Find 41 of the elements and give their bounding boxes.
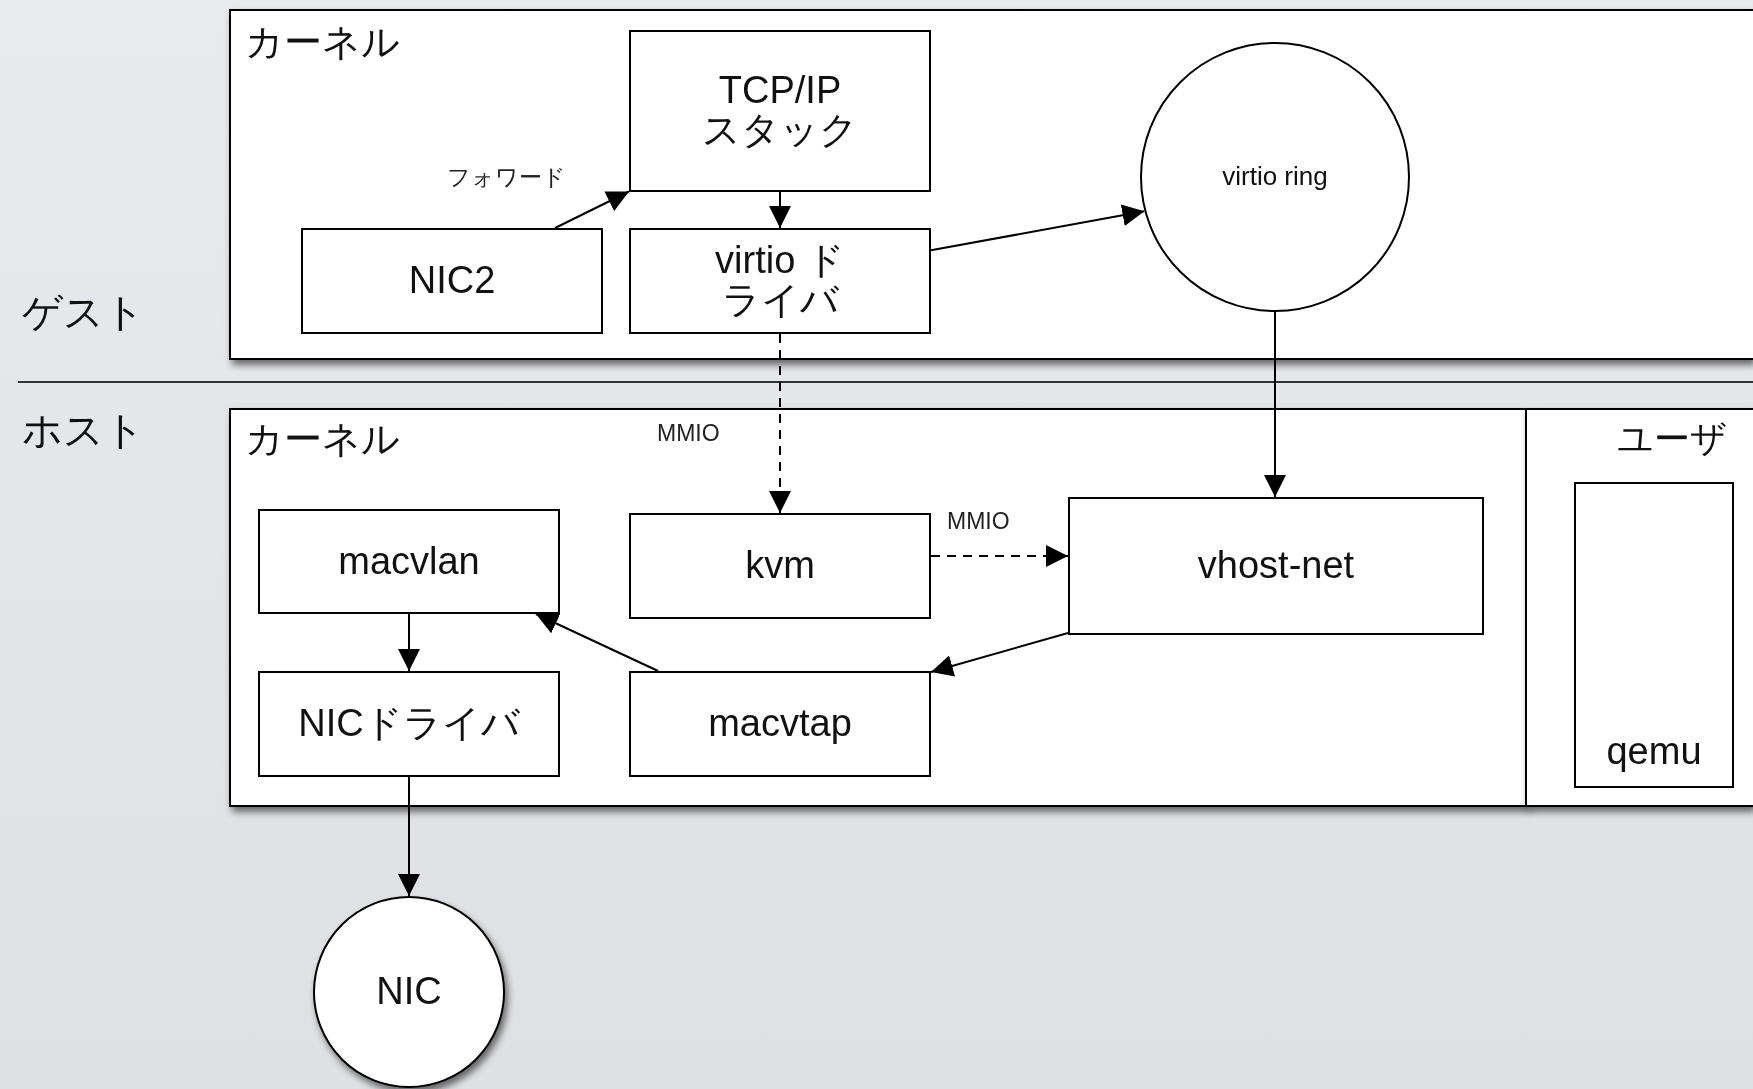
node-label: TCP/IP スタック	[701, 71, 859, 151]
arrow	[534, 613, 660, 672]
layer-label: ゲスト	[22, 289, 145, 336]
edge-label: フォワード	[447, 163, 566, 192]
arrow	[398, 613, 420, 672]
node-label: kvm	[745, 546, 815, 586]
node-label: macvtap	[708, 704, 852, 744]
process-box	[1068, 497, 1484, 635]
area-title: カーネル	[245, 420, 400, 460]
host-kernel-area	[229, 408, 1527, 807]
process-box	[629, 228, 931, 334]
arrow	[1264, 311, 1286, 498]
process-box	[1574, 482, 1734, 788]
process-box	[258, 509, 560, 614]
process-box	[629, 671, 931, 777]
node-label: virtio ドライバ	[714, 241, 846, 321]
node-label: NICドライバ	[298, 704, 520, 744]
arrow	[930, 632, 1069, 677]
node-label: macvlan	[338, 541, 480, 582]
edge-label: MMIO	[947, 508, 1010, 535]
node-label: vhost-net	[1197, 546, 1355, 586]
process-box	[301, 228, 603, 334]
process-box	[629, 30, 931, 192]
arrow	[930, 204, 1146, 252]
node-label: NIC	[376, 972, 442, 1012]
area-title: ユーザ	[1617, 420, 1727, 458]
guest-kernel-area	[229, 9, 1753, 360]
node-label: virtio ring	[1222, 163, 1328, 191]
area-title: カーネル	[245, 23, 400, 63]
node-label: NIC2	[408, 261, 496, 301]
user-space-area	[1525, 408, 1753, 807]
arrow	[930, 545, 1069, 567]
layer-label: ホスト	[22, 407, 145, 454]
process-box	[629, 513, 931, 619]
arrow	[769, 191, 791, 229]
arrow	[554, 190, 630, 229]
arrow	[398, 776, 420, 897]
arrow	[769, 333, 791, 514]
edge-label: MMIO	[657, 420, 720, 447]
node-label: qemu	[1606, 732, 1702, 772]
process-box	[258, 671, 560, 777]
